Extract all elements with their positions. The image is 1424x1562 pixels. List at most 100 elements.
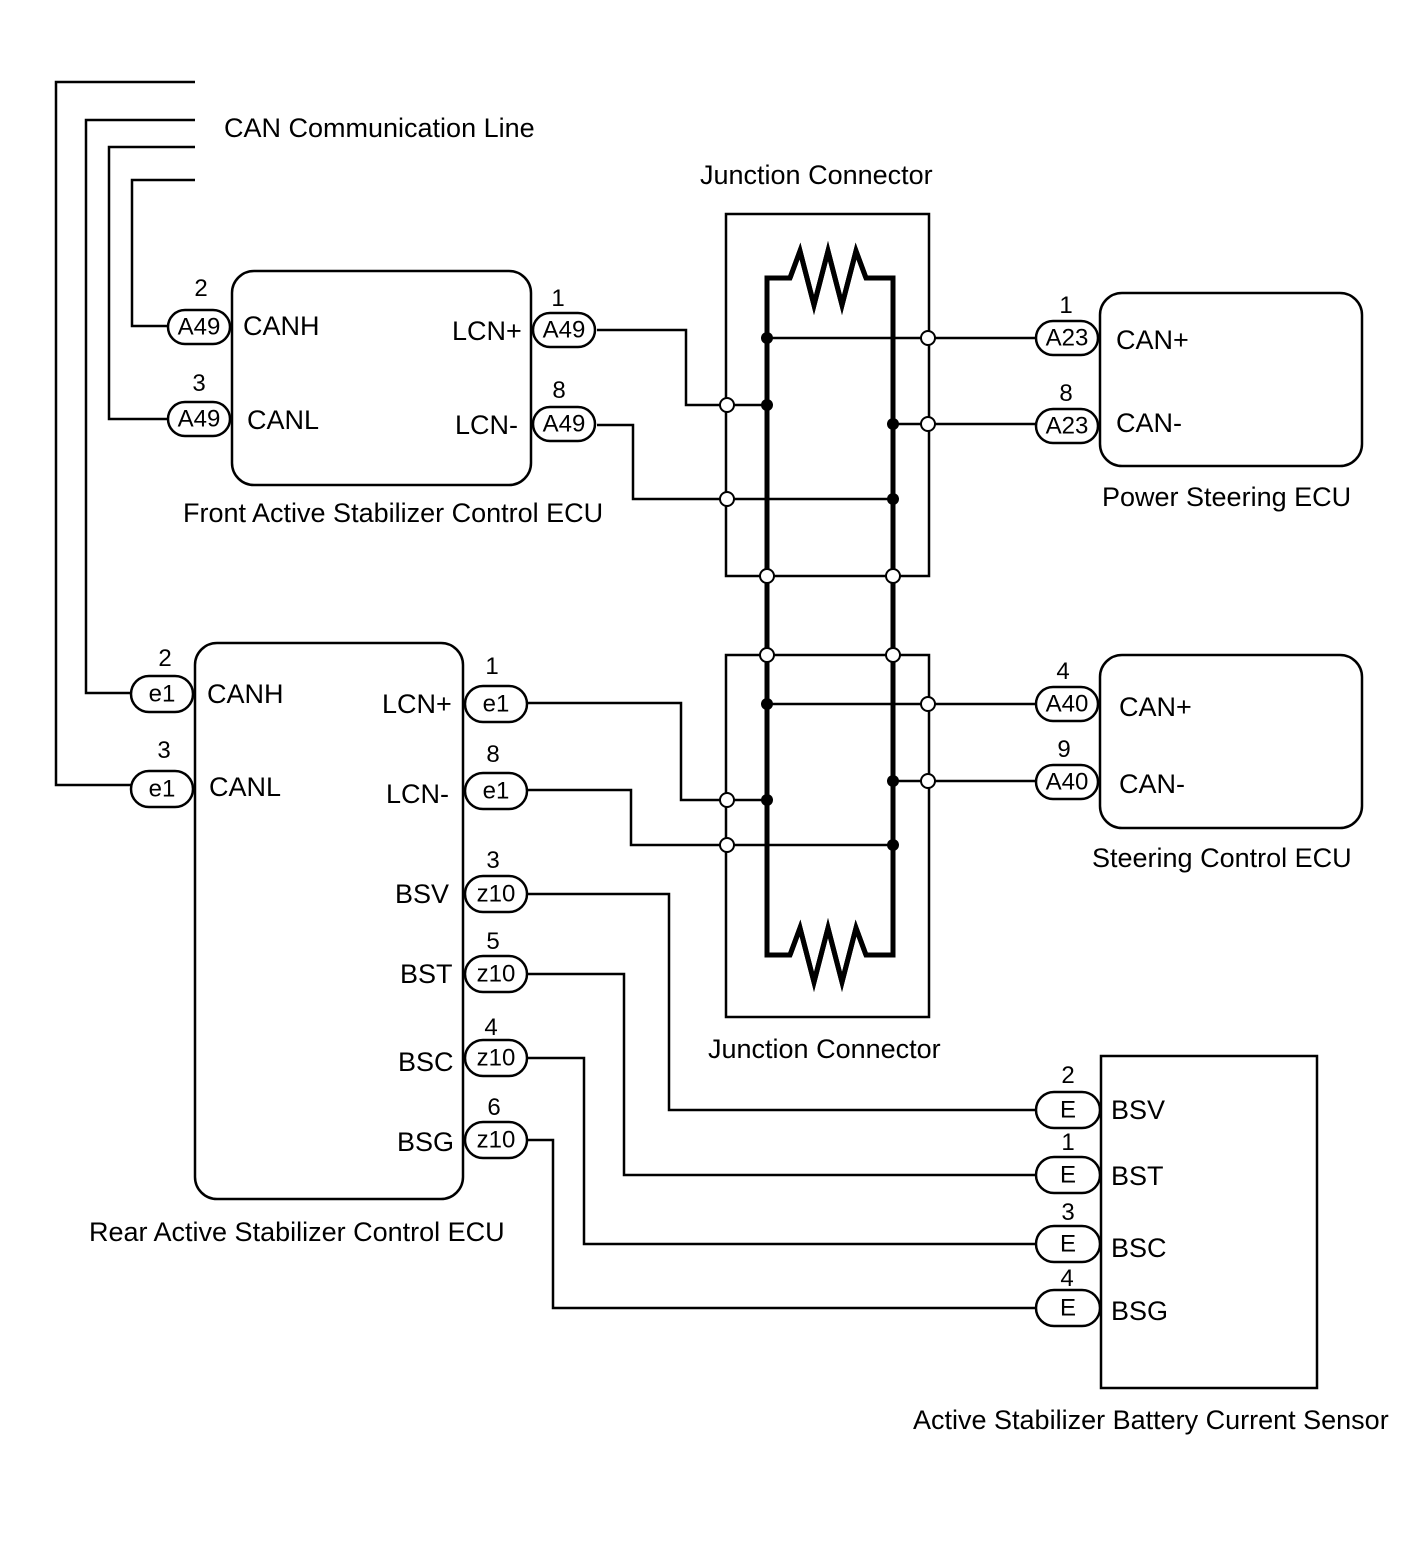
pin-number: 3 <box>486 847 499 874</box>
connector-code: A40 <box>1046 691 1089 718</box>
connector-code: A23 <box>1046 413 1089 440</box>
signal-label: BSV <box>1111 1095 1165 1125</box>
signal-label: BST <box>400 959 453 989</box>
can-communication-line <box>54 80 195 787</box>
signal-label: CANH <box>243 311 320 341</box>
signal-label: BSG <box>397 1127 454 1157</box>
junction-connector-top-label: Junction Connector <box>700 160 933 190</box>
rear-ecu-canh-terminal: 2 e1 CANH <box>129 645 284 714</box>
rear-ecu-bst-terminal: 5 z10 BST <box>400 928 529 994</box>
connector-oval <box>1034 685 1100 723</box>
connector-oval <box>166 400 232 438</box>
junction-points <box>719 330 936 853</box>
sensor-bsg-terminal: 4 E BSG <box>1034 1265 1168 1328</box>
connector-oval <box>463 874 529 914</box>
connector-oval <box>463 684 529 724</box>
signal-label: BST <box>1111 1161 1164 1191</box>
front-ecu-canl-terminal: 3 A49 CANL <box>166 370 319 438</box>
junction-wiring <box>528 328 1036 847</box>
connector-code: z10 <box>477 1127 516 1154</box>
pin-number: 3 <box>192 370 205 397</box>
signal-label: CAN+ <box>1119 692 1192 722</box>
can-line-label: CAN Communication Line <box>224 113 535 143</box>
steering-control-ecu-label: Steering Control ECU <box>1092 843 1352 873</box>
connector-code: E <box>1060 1231 1076 1258</box>
rear-ecu-box <box>193 641 465 1201</box>
pin-number: 8 <box>486 741 499 768</box>
pin-number: 2 <box>1061 1062 1074 1089</box>
can-bus-main <box>764 241 896 992</box>
connector-oval <box>129 674 195 714</box>
rear-ecu-canl-terminal: 3 e1 CANL <box>129 737 281 809</box>
sensor-wiring <box>528 892 1036 1310</box>
sc-ecu-canm-terminal: 9 A40 CAN- <box>1034 736 1185 801</box>
pin-number: 3 <box>157 737 170 764</box>
connector-code: A40 <box>1046 769 1089 796</box>
sc-ecu-canp-terminal: 4 A40 CAN+ <box>1034 658 1192 723</box>
connector-oval <box>1034 1090 1102 1130</box>
connector-oval <box>463 1038 529 1078</box>
signal-label: LCN- <box>455 410 518 440</box>
pin-number: 1 <box>551 285 564 312</box>
connector-oval <box>1034 763 1100 801</box>
connector-code: z10 <box>477 881 516 908</box>
pin-number: 4 <box>484 1014 497 1041</box>
connector-code: A49 <box>543 411 586 438</box>
pin-number: 5 <box>486 928 499 955</box>
rear-ecu-label: Rear Active Stabilizer Control ECU <box>89 1217 505 1247</box>
rear-ecu-bsv-terminal: 3 z10 BSV <box>395 847 529 914</box>
termination-resistor-bottom <box>787 918 869 992</box>
connector-code: z10 <box>477 961 516 988</box>
connector-code: A49 <box>178 406 221 433</box>
pin-number: 4 <box>1060 1265 1073 1292</box>
pin-number: 2 <box>194 275 207 302</box>
signal-label: CAN- <box>1116 408 1182 438</box>
signal-label: LCN+ <box>452 316 522 346</box>
signal-label: CANH <box>207 679 284 709</box>
connector-oval <box>1034 1224 1102 1264</box>
pin-number: 6 <box>487 1094 500 1121</box>
ps-ecu-canm-terminal: 8 A23 CAN- <box>1034 380 1182 445</box>
junction-connector-bottom <box>724 653 931 1019</box>
rear-ecu-lcnm-terminal: 8 e1 LCN- <box>386 741 529 811</box>
battery-current-sensor-box <box>1099 1054 1319 1390</box>
connector-code: e1 <box>149 681 176 708</box>
front-ecu-box <box>230 269 533 487</box>
sensor-bst-terminal: 1 E BST <box>1034 1129 1164 1195</box>
connector-oval <box>1034 1155 1102 1195</box>
junction-connector-bottom-label: Junction Connector <box>708 1034 941 1064</box>
power-steering-ecu-label: Power Steering ECU <box>1102 482 1351 512</box>
connector-oval <box>1034 407 1100 445</box>
signal-label: BSV <box>395 879 449 909</box>
pin-number: 1 <box>1061 1129 1074 1156</box>
front-ecu-lcnp-terminal: 1 A49 LCN+ <box>452 285 597 349</box>
pin-number: 9 <box>1057 736 1070 763</box>
connector-oval <box>1034 1288 1102 1328</box>
pin-number: 1 <box>1059 292 1072 319</box>
connector-code: z10 <box>477 1045 516 1072</box>
connector-oval <box>1034 319 1100 357</box>
junction-connector-top <box>724 212 931 578</box>
connector-code: A49 <box>178 314 221 341</box>
connector-oval <box>531 311 597 349</box>
connector-code: e1 <box>149 776 176 803</box>
connector-oval <box>129 769 195 809</box>
pin-number: 8 <box>1059 380 1072 407</box>
rear-ecu-lcnp-terminal: 1 e1 LCN+ <box>382 653 529 724</box>
front-ecu-lcnm-terminal: 8 A49 LCN- <box>455 377 597 443</box>
front-ecu-canh-terminal: 2 A49 CANH <box>166 275 320 346</box>
termination-resistor-top <box>787 241 869 315</box>
signal-label: BSC <box>1111 1233 1167 1263</box>
pin-number: 3 <box>1061 1199 1074 1226</box>
signal-label: LCN+ <box>382 689 452 719</box>
signal-label: CAN+ <box>1116 325 1189 355</box>
connector-code: E <box>1060 1097 1076 1124</box>
sensor-bsc-terminal: 3 E BSC <box>1034 1199 1167 1264</box>
steering-control-ecu-box <box>1098 653 1364 830</box>
signal-label: CANL <box>247 405 319 435</box>
sensor-bsv-terminal: 2 E BSV <box>1034 1062 1165 1130</box>
front-ecu-label: Front Active Stabilizer Control ECU <box>183 498 603 528</box>
connector-code: E <box>1060 1162 1076 1189</box>
signal-label: BSC <box>398 1047 454 1077</box>
